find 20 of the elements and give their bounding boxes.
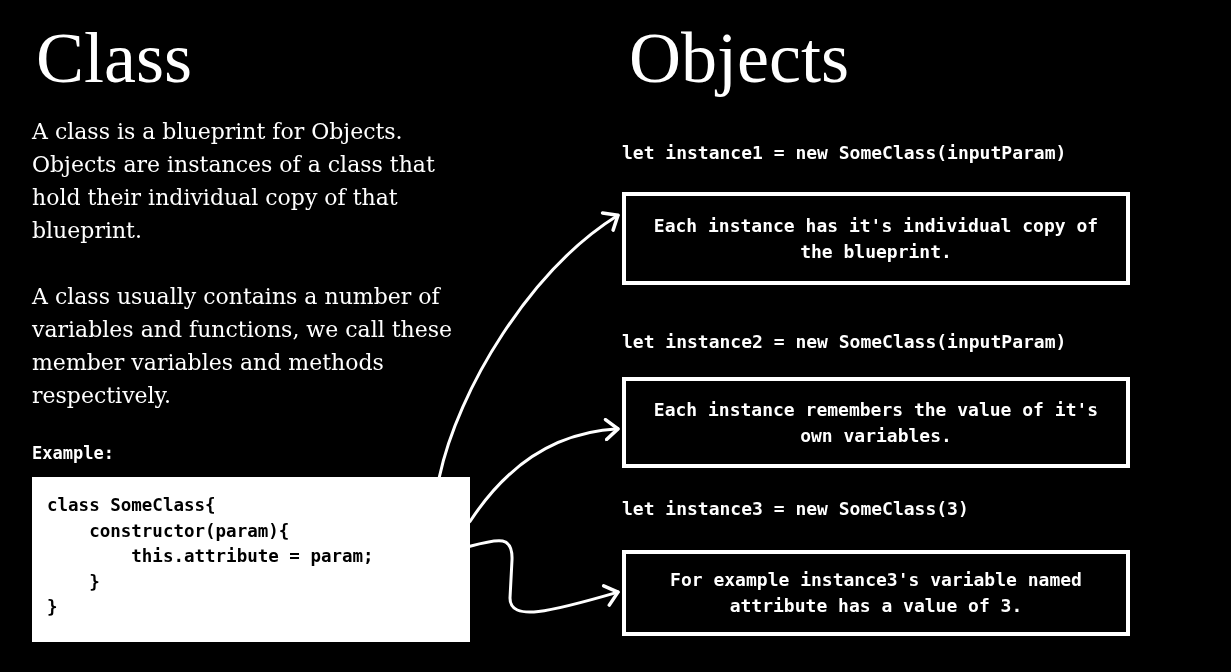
- card-text: Each instance has it's individual copy of the blueprint.: [652, 213, 1100, 264]
- code-line: this.attribute = param;: [131, 545, 374, 568]
- code-line: constructor(param){: [89, 519, 290, 543]
- code-line: let instance1 = new SomeClass(inputParam): [622, 141, 1067, 165]
- code-line: }: [89, 570, 100, 594]
- code-line: let instance2 = new SomeClass(inputParam): [622, 330, 1067, 354]
- code-line: let instance3 = new SomeClass(3): [622, 497, 969, 521]
- arrow: [437, 212, 620, 479]
- paragraph: A class is a blueprint for Objects. Objects are instances of a class that hold their individual copy of that blueprint.: [32, 118, 436, 245]
- code-card: [32, 477, 470, 642]
- code-line: }: [47, 596, 58, 619]
- heading: Class: [36, 22, 193, 94]
- card-text: For example instance3's variable named attribute has a value of 3.: [669, 568, 1083, 618]
- card-text: Each instance remembers the value of it's own variables.: [652, 397, 1100, 448]
- code-line: class SomeClass{: [47, 494, 216, 517]
- object-card: [622, 377, 1130, 468]
- object-card: [622, 550, 1130, 636]
- object-card: [622, 192, 1130, 285]
- paragraph: A class usually contains a number of variables and functions, we call these member variables and methods respectively.: [32, 283, 454, 410]
- node-label: Example:: [32, 442, 114, 464]
